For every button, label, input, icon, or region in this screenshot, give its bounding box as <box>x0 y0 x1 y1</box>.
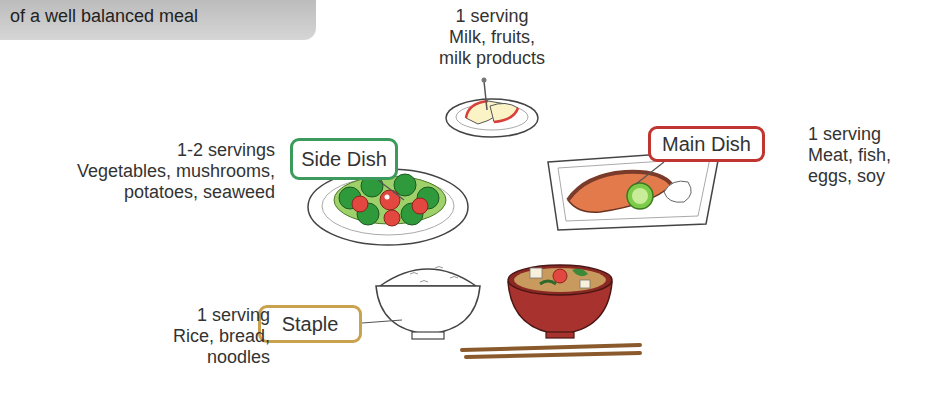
fruit-plate-part <box>490 103 518 122</box>
fish-tray-part <box>558 158 710 221</box>
food-group-box: Staple <box>258 305 362 343</box>
soup-bowl-part <box>530 268 542 278</box>
serving-count: 1 serving <box>412 6 572 27</box>
soup-bowl-part <box>580 280 590 288</box>
fruit-plate-part <box>446 99 538 137</box>
fruit-plate-part <box>484 81 487 110</box>
salad-plate-part <box>352 196 368 212</box>
food-list: Milk, fruits, milk products <box>436 27 548 69</box>
rice-bowl-part <box>412 332 444 339</box>
soup-bowl-part <box>514 268 606 292</box>
soup-bowl <box>508 265 612 338</box>
fish-tray <box>548 150 720 230</box>
rice-bowl-part <box>410 267 458 283</box>
fish-tray-part <box>664 181 691 202</box>
food-group-box: Main Dish <box>648 126 765 162</box>
food-group-name: Main Dish <box>662 133 751 155</box>
fruit-plate-part <box>466 101 488 118</box>
salad-plate-part <box>384 210 400 226</box>
serving-count: 1-2 servings <box>65 140 275 161</box>
soup-bowl-part <box>540 281 556 284</box>
rice-bowl <box>376 267 480 340</box>
leader-lines-part <box>378 180 404 200</box>
food-list: Rice, bread, noodles <box>150 326 270 368</box>
serving-count: 1 serving <box>150 305 270 326</box>
salad-plate-part <box>380 190 400 210</box>
leader-lines-part <box>362 320 402 323</box>
fish-tray-part <box>632 188 648 204</box>
serving-count: 1 serving <box>808 124 908 145</box>
title-banner: of a well balanced meal <box>0 0 316 40</box>
leader-lines <box>362 162 664 323</box>
soup-bowl-part <box>508 265 612 295</box>
soup-bowl-part <box>546 332 574 338</box>
chopsticks <box>462 345 640 357</box>
fruit-plate <box>446 78 538 138</box>
food-group-name: Staple <box>282 313 339 335</box>
fruit-plate-part <box>494 108 518 122</box>
salad-plate-part <box>385 195 390 200</box>
fish-tray-part <box>568 172 672 200</box>
salad-plate <box>308 169 468 245</box>
fish-tray-part <box>548 150 720 230</box>
soup-bowl-part <box>553 269 567 283</box>
salad-plate-part <box>308 169 468 245</box>
salad-plate-part <box>322 177 454 235</box>
rice-bowl-part <box>376 286 480 334</box>
food-group-box: Side Dish <box>290 138 398 180</box>
leader-lines-part <box>636 162 664 184</box>
fish-tray-part <box>568 172 672 212</box>
chopsticks-part <box>462 345 640 350</box>
fish-tray-part <box>627 183 653 209</box>
rice-bowl-part <box>380 269 476 286</box>
salad-plate-part <box>412 198 428 214</box>
title-text: of a well balanced meal <box>10 6 198 27</box>
food-group-name: Side Dish <box>301 148 387 170</box>
chopsticks-part <box>466 353 640 357</box>
food-list: Vegetables, mushrooms, potatoes, seaweed <box>65 161 275 203</box>
food-list: Meat, fish, eggs, soy <box>808 145 908 187</box>
fruit-plate-part <box>482 78 487 83</box>
soup-bowl-part <box>572 269 588 277</box>
